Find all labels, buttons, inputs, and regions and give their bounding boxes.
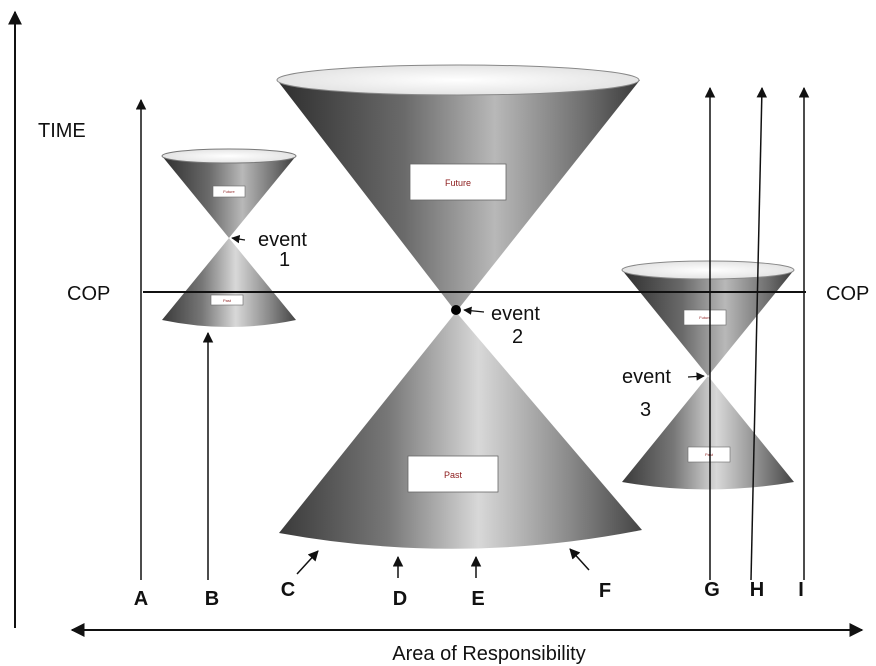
- cone3-future-label: Future: [699, 315, 711, 320]
- label-b: B: [205, 588, 219, 610]
- label-e: E: [471, 588, 484, 610]
- cone3-future-rim: [621, 260, 795, 280]
- cone1-past-label: Past: [223, 298, 232, 303]
- cone1-future-box: [212, 185, 246, 198]
- arrow-c: [296, 550, 319, 575]
- event2-number: 2: [512, 326, 523, 348]
- cone1-future-label: Future: [223, 189, 235, 194]
- event3-number: 3: [640, 399, 651, 421]
- cone2-past-label: Past: [444, 470, 463, 480]
- event1-pointer: [231, 234, 246, 244]
- time-label: TIME: [38, 120, 86, 142]
- cone1-past-box: [210, 294, 244, 306]
- arrow-f: [569, 548, 590, 571]
- label-d: D: [393, 588, 407, 610]
- event2-word: event: [491, 303, 540, 325]
- cone2-past-box: [407, 455, 499, 493]
- label-a: A: [134, 588, 148, 610]
- event1-number: 1: [279, 249, 290, 271]
- label-g: G: [704, 579, 720, 601]
- event2-dot: [451, 305, 461, 315]
- light-cone-2: Future Past: [276, 64, 642, 549]
- event2-pointer: [463, 306, 485, 315]
- worldline-h: [750, 86, 768, 581]
- label-c: C: [281, 579, 295, 601]
- cone3-past-box: [687, 446, 731, 463]
- event3-word: event: [622, 366, 671, 388]
- cone2-future-label: Future: [445, 178, 471, 188]
- cone2-past: [279, 312, 642, 549]
- label-h: H: [750, 579, 764, 601]
- light-cone-3: Future Past: [621, 260, 795, 490]
- cone2-future-box: [409, 163, 507, 201]
- cop-label-left: COP: [67, 283, 110, 305]
- cone3-past: [622, 376, 794, 490]
- cop-label-right: COP: [826, 283, 869, 305]
- event3-pointer: [687, 372, 705, 381]
- label-f: F: [599, 580, 611, 602]
- cone2-future-rim: [276, 64, 640, 96]
- cone3-future-box: [683, 309, 727, 326]
- cone1-future-rim: [161, 148, 297, 164]
- cone1-past: [162, 238, 296, 327]
- area-of-responsibility-label: Area of Responsibility: [392, 643, 585, 665]
- light-cone-1: Future Past: [161, 148, 297, 327]
- event1-word: event: [258, 229, 307, 251]
- label-i: I: [798, 579, 804, 601]
